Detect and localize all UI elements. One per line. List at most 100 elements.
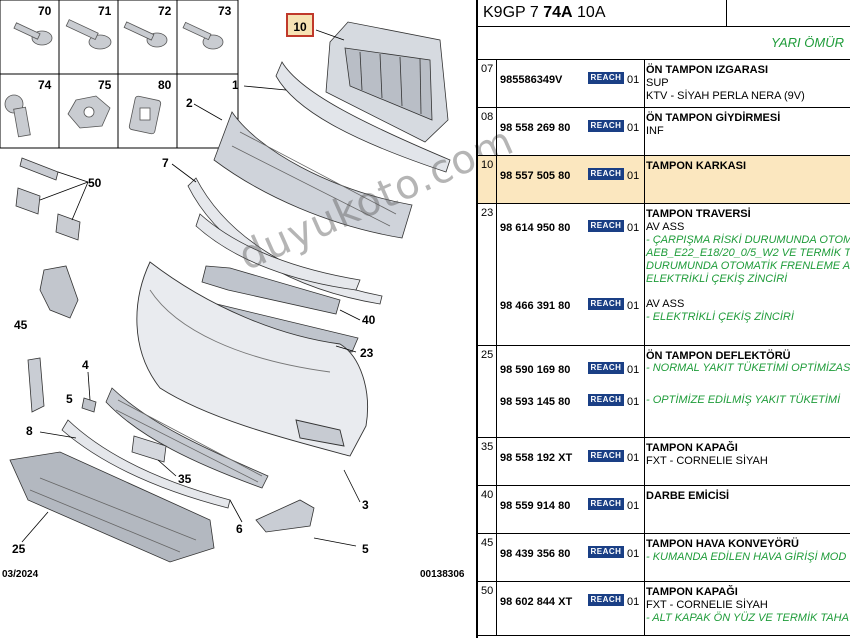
ref-number: 40 <box>481 489 494 501</box>
part-description: INF <box>646 125 664 137</box>
part-description: - ALT KAPAK ÖN YÜZ VE TERMİK TAHA <box>646 612 849 624</box>
callout-25[interactable]: 25 <box>12 542 26 556</box>
callout-50[interactable]: 50 <box>88 176 102 190</box>
grille-trim-shape <box>275 61 451 173</box>
side-bracket-shape <box>27 357 315 533</box>
callout-5-left[interactable]: 5 <box>66 392 73 406</box>
callout-23[interactable]: 23 <box>360 346 374 360</box>
bumper-carcass-shape <box>325 21 449 143</box>
screw-icon-70 <box>13 22 53 46</box>
part-number[interactable]: 985586349V <box>500 74 563 86</box>
ref-number: 50 <box>481 585 494 597</box>
part-number[interactable]: 98 558 269 80 <box>500 122 571 134</box>
part-title: TAMPON KAPAĞI <box>646 586 738 598</box>
diagram-number: 00138306 <box>420 569 465 580</box>
callout-72[interactable]: 72 <box>158 4 172 18</box>
callout-70[interactable]: 70 <box>38 4 52 18</box>
ref-number: 07 <box>481 63 494 75</box>
reach-badge: REACH <box>588 220 624 232</box>
callout-1[interactable]: 1 <box>232 78 239 92</box>
callout-73[interactable]: 73 <box>218 4 232 18</box>
callout-2[interactable]: 2 <box>186 96 193 110</box>
part-description: FXT - CORNELIE SİYAH <box>646 599 768 611</box>
screw-icon-72 <box>123 21 168 48</box>
part-number[interactable]: 98 593 145 80 <box>500 396 571 408</box>
part-number[interactable]: 98 590 169 80 <box>500 364 571 376</box>
callout-45[interactable]: 45 <box>14 318 28 332</box>
front-grille-shape <box>213 111 413 239</box>
callout-5-right[interactable]: 5 <box>362 542 369 556</box>
part-description: - NORMAL YAKIT TÜKETİMİ OPTİMİZAS <box>646 362 850 374</box>
panel-subheader: YARI ÖMÜR <box>478 27 850 60</box>
callout-8[interactable]: 8 <box>26 424 33 438</box>
callout-75[interactable]: 75 <box>98 78 112 92</box>
quantity: 01 <box>627 396 640 408</box>
part-number[interactable]: 98 614 950 80 <box>500 222 571 234</box>
part-description: - KUMANDA EDİLEN HAVA GİRİŞİ MOD <box>646 551 847 563</box>
ref-number: 08 <box>481 111 494 123</box>
part-number[interactable]: 98 602 844 XT <box>500 596 573 608</box>
screw-icon-73 <box>182 21 224 50</box>
quantity: 01 <box>627 222 640 234</box>
quantity: 01 <box>627 122 640 134</box>
ref-cell: 50 <box>478 582 497 635</box>
quantity: 01 <box>627 170 640 182</box>
ref-number: 35 <box>481 441 494 453</box>
callout-40[interactable]: 40 <box>362 313 376 327</box>
callout-35[interactable]: 35 <box>178 472 192 486</box>
callout-6[interactable]: 6 <box>236 522 243 536</box>
part-number[interactable]: 98 439 356 80 <box>500 548 571 560</box>
part-number[interactable]: 98 558 192 XT <box>500 452 573 464</box>
nut-icon-75 <box>67 95 111 129</box>
quantity: 01 <box>627 500 640 512</box>
part-number[interactable]: 98 559 914 80 <box>500 500 571 512</box>
highlighted-part-label[interactable]: 10 <box>286 13 314 37</box>
callout-4[interactable]: 4 <box>82 358 89 372</box>
part-number[interactable]: 98 557 505 80 <box>500 170 571 182</box>
fastener-grid <box>0 0 239 149</box>
callout-3[interactable]: 3 <box>362 498 369 512</box>
quantity: 01 <box>627 596 640 608</box>
panel-header: K9GP 7 74A 10A <box>478 0 850 27</box>
bolt-icon-74 <box>4 94 31 138</box>
reach-badge: REACH <box>588 594 624 606</box>
ref-number: 23 <box>481 207 494 219</box>
part-description: SUP <box>646 77 669 89</box>
part-description: DURUMUNDA OTOMATİK FRENLEME A <box>646 260 850 272</box>
ref-number: 45 <box>481 537 494 549</box>
callout-71[interactable]: 71 <box>98 4 112 18</box>
diagram-date: 03/2024 <box>2 569 39 580</box>
part-title: ÖN TAMPON IZGARASI <box>646 64 769 76</box>
lower-strip-shape <box>61 419 231 509</box>
front-bumper-shape <box>136 261 368 457</box>
ref-cell: 25 <box>478 346 497 437</box>
reach-badge: REACH <box>588 298 624 310</box>
model-code-b: 74A <box>543 4 573 21</box>
quantity: 01 <box>627 364 640 376</box>
part-title: ÖN TAMPON GİYDİRMESİ <box>646 112 781 124</box>
ref-number: 10 <box>481 159 494 171</box>
air-conveyor-shape <box>39 265 79 319</box>
part-title: DARBE EMİCİSİ <box>646 490 730 502</box>
callout-74[interactable]: 74 <box>38 78 52 92</box>
leader-lines <box>21 29 361 547</box>
ref-cell: 08 <box>478 108 497 155</box>
callout-80[interactable]: 80 <box>158 78 172 92</box>
reach-badge: REACH <box>588 362 624 374</box>
upper-trim-strip-shape <box>187 177 383 305</box>
quantity: 01 <box>627 74 640 86</box>
part-number[interactable]: 98 466 391 80 <box>500 300 571 312</box>
model-code-c: 10A <box>577 4 606 21</box>
callout-7[interactable]: 7 <box>162 156 169 170</box>
ref-cell: 35 <box>478 438 497 485</box>
